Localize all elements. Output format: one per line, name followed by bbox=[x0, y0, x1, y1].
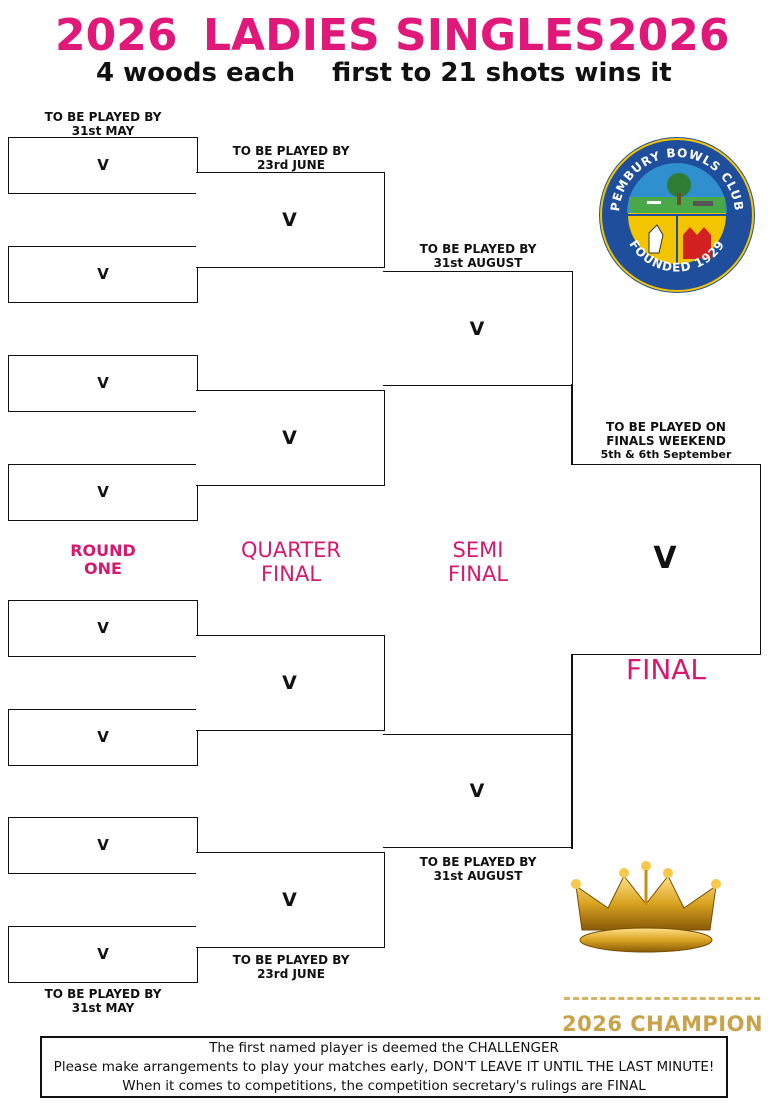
quarter-final-match-1[interactable]: V bbox=[196, 172, 385, 268]
match-versus: V bbox=[97, 265, 109, 283]
match-versus: V bbox=[97, 483, 109, 501]
semi-final-match-1[interactable]: V bbox=[383, 271, 573, 386]
match-versus: V bbox=[97, 836, 109, 854]
subtitle-rule: first to 21 shots wins it bbox=[332, 58, 672, 88]
subtitle-woods: 4 woods each bbox=[96, 58, 296, 88]
quarter-final-match-4[interactable]: V bbox=[196, 852, 385, 948]
footer-line-2: Please make arrangements to play your ma… bbox=[53, 1059, 715, 1075]
footer-line-3: When it comes to competitions, the compe… bbox=[122, 1078, 646, 1094]
round-one-match-6[interactable]: V bbox=[8, 709, 198, 766]
match-versus: V bbox=[97, 945, 109, 963]
page-title: 2026 LADIES SINGLES 2026 bbox=[0, 8, 768, 64]
quarter-final-match-3[interactable]: V bbox=[196, 635, 385, 731]
crown-icon bbox=[568, 860, 724, 960]
match-versus: V bbox=[97, 619, 109, 637]
final-versus: V bbox=[653, 541, 677, 576]
round-one-match-2[interactable]: V bbox=[8, 246, 198, 303]
match-versus: V bbox=[282, 889, 297, 911]
final-label: FINAL bbox=[625, 653, 707, 686]
quarter-final-match-2[interactable]: V bbox=[196, 390, 385, 486]
connector-line bbox=[571, 384, 573, 465]
footer-notice: The first named player is deemed the CHA… bbox=[40, 1036, 728, 1098]
page-subtitle: 4 woods each first to 21 shots wins it bbox=[0, 58, 768, 88]
semi-final-match-2[interactable]: V bbox=[383, 734, 573, 848]
match-versus: V bbox=[469, 780, 485, 802]
club-crest-icon: PEMBURY BOWLS CLUB FOUNDED 1929 bbox=[599, 137, 755, 293]
footer-line-1: The first named player is deemed the CHA… bbox=[209, 1040, 559, 1056]
champion-label: 2026 CHAMPION bbox=[562, 1012, 764, 1036]
final-match[interactable]: V bbox=[571, 464, 761, 655]
match-versus: V bbox=[282, 427, 297, 449]
match-versus: V bbox=[97, 728, 109, 746]
title-year-left: 2026 bbox=[55, 10, 178, 61]
champion-dashed-line bbox=[564, 997, 760, 1000]
round-one-match-1[interactable]: V bbox=[8, 137, 198, 194]
round-one-match-8[interactable]: V bbox=[8, 926, 198, 983]
round-one-match-7[interactable]: V bbox=[8, 817, 198, 874]
title-main: LADIES SINGLES bbox=[203, 10, 606, 61]
match-versus: V bbox=[282, 209, 297, 231]
club-logo: PEMBURY BOWLS CLUB FOUNDED 1929 bbox=[597, 135, 757, 295]
round-one-match-4[interactable]: V bbox=[8, 464, 198, 521]
round-one-match-3[interactable]: V bbox=[8, 355, 198, 412]
match-versus: V bbox=[469, 318, 485, 340]
title-year-right: 2026 bbox=[607, 10, 730, 61]
match-versus: V bbox=[97, 156, 109, 174]
connector-line bbox=[571, 654, 573, 849]
match-versus: V bbox=[97, 374, 109, 392]
match-versus: V bbox=[282, 672, 297, 694]
round-one-match-5[interactable]: V bbox=[8, 600, 198, 657]
